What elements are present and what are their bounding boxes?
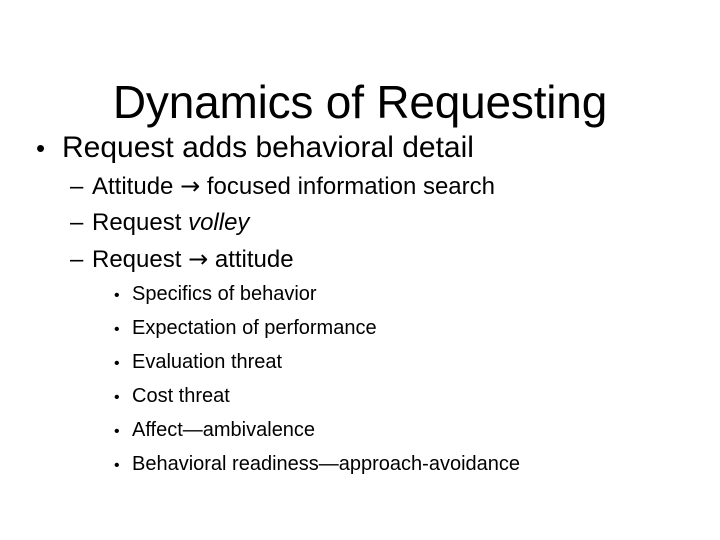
bullet-level1-request-adds-behavioral-detail: • Request adds behavioral detail — [0, 128, 720, 168]
bullet-point-icon: • — [114, 389, 120, 406]
bullet-level3-expectation-of-performance: • Expectation of performance — [0, 312, 720, 346]
bullet-level3-cost-threat: • Cost threat — [0, 380, 720, 414]
bullet-level2-post-text: attitude — [214, 246, 294, 273]
bullet-level3-label: Cost threat — [132, 385, 230, 407]
bullet-level2-label: Request volley — [92, 205, 249, 241]
bullet-level3-label: Behavioral readiness—approach-avoidance — [132, 453, 521, 475]
bullet-level1-label: Request adds behavioral detail — [62, 131, 474, 164]
bullet-level2-attitude-focused-information-search: – Attitude → focused information search — [0, 168, 720, 205]
bullet-level3-label: Expectation of performance — [132, 317, 377, 339]
en-dash-icon: – — [70, 209, 84, 236]
bullet-level3-label: Specifics of behavior — [132, 283, 317, 305]
right-arrow-icon: → — [180, 172, 201, 200]
bullet-level2-pre-text: Attitude — [92, 173, 174, 200]
bullet-point-icon: • — [114, 321, 120, 338]
bullet-point-icon: • — [114, 355, 120, 372]
bullet-point-icon: • — [114, 423, 120, 440]
bullet-level2-pre-text: Request — [92, 246, 182, 273]
bullet-level2-italic-text: volley — [188, 209, 250, 236]
bullet-level2-pre-text: Request — [92, 209, 182, 236]
bullet-point-icon: • — [36, 133, 46, 163]
bullet-level3-label: Evaluation threat — [132, 351, 283, 373]
right-arrow-icon: → — [188, 245, 209, 273]
bullet-level2-request-attitude: – Request → attitude — [0, 241, 720, 278]
bullet-level3-specifics-of-behavior: • Specifics of behavior — [0, 278, 720, 312]
bullet-point-icon: • — [114, 457, 120, 474]
bullet-level2-label: Attitude → focused information search — [92, 168, 495, 205]
bullet-level3-evaluation-threat: • Evaluation threat — [0, 346, 720, 380]
bullet-level2-post-text: focused information search — [206, 173, 495, 200]
bullet-point-icon: • — [114, 287, 120, 304]
en-dash-icon: – — [70, 173, 84, 200]
bullet-level3-behavioral-readiness-approach-avoidance: • Behavioral readiness—approach-avoidanc… — [0, 448, 720, 482]
en-dash-icon: – — [70, 246, 84, 273]
bullet-level2-label: Request → attitude — [92, 241, 294, 278]
bullet-level3-affect-ambivalence: • Affect—ambivalence — [0, 414, 720, 448]
bullet-level2-request-volley: – Request volley — [0, 205, 720, 241]
slide-title: Dynamics of Requesting — [112, 75, 608, 128]
bullet-level3-label: Affect—ambivalence — [132, 419, 316, 441]
slide-body: • Request adds behavioral detail – Attit… — [0, 128, 720, 482]
